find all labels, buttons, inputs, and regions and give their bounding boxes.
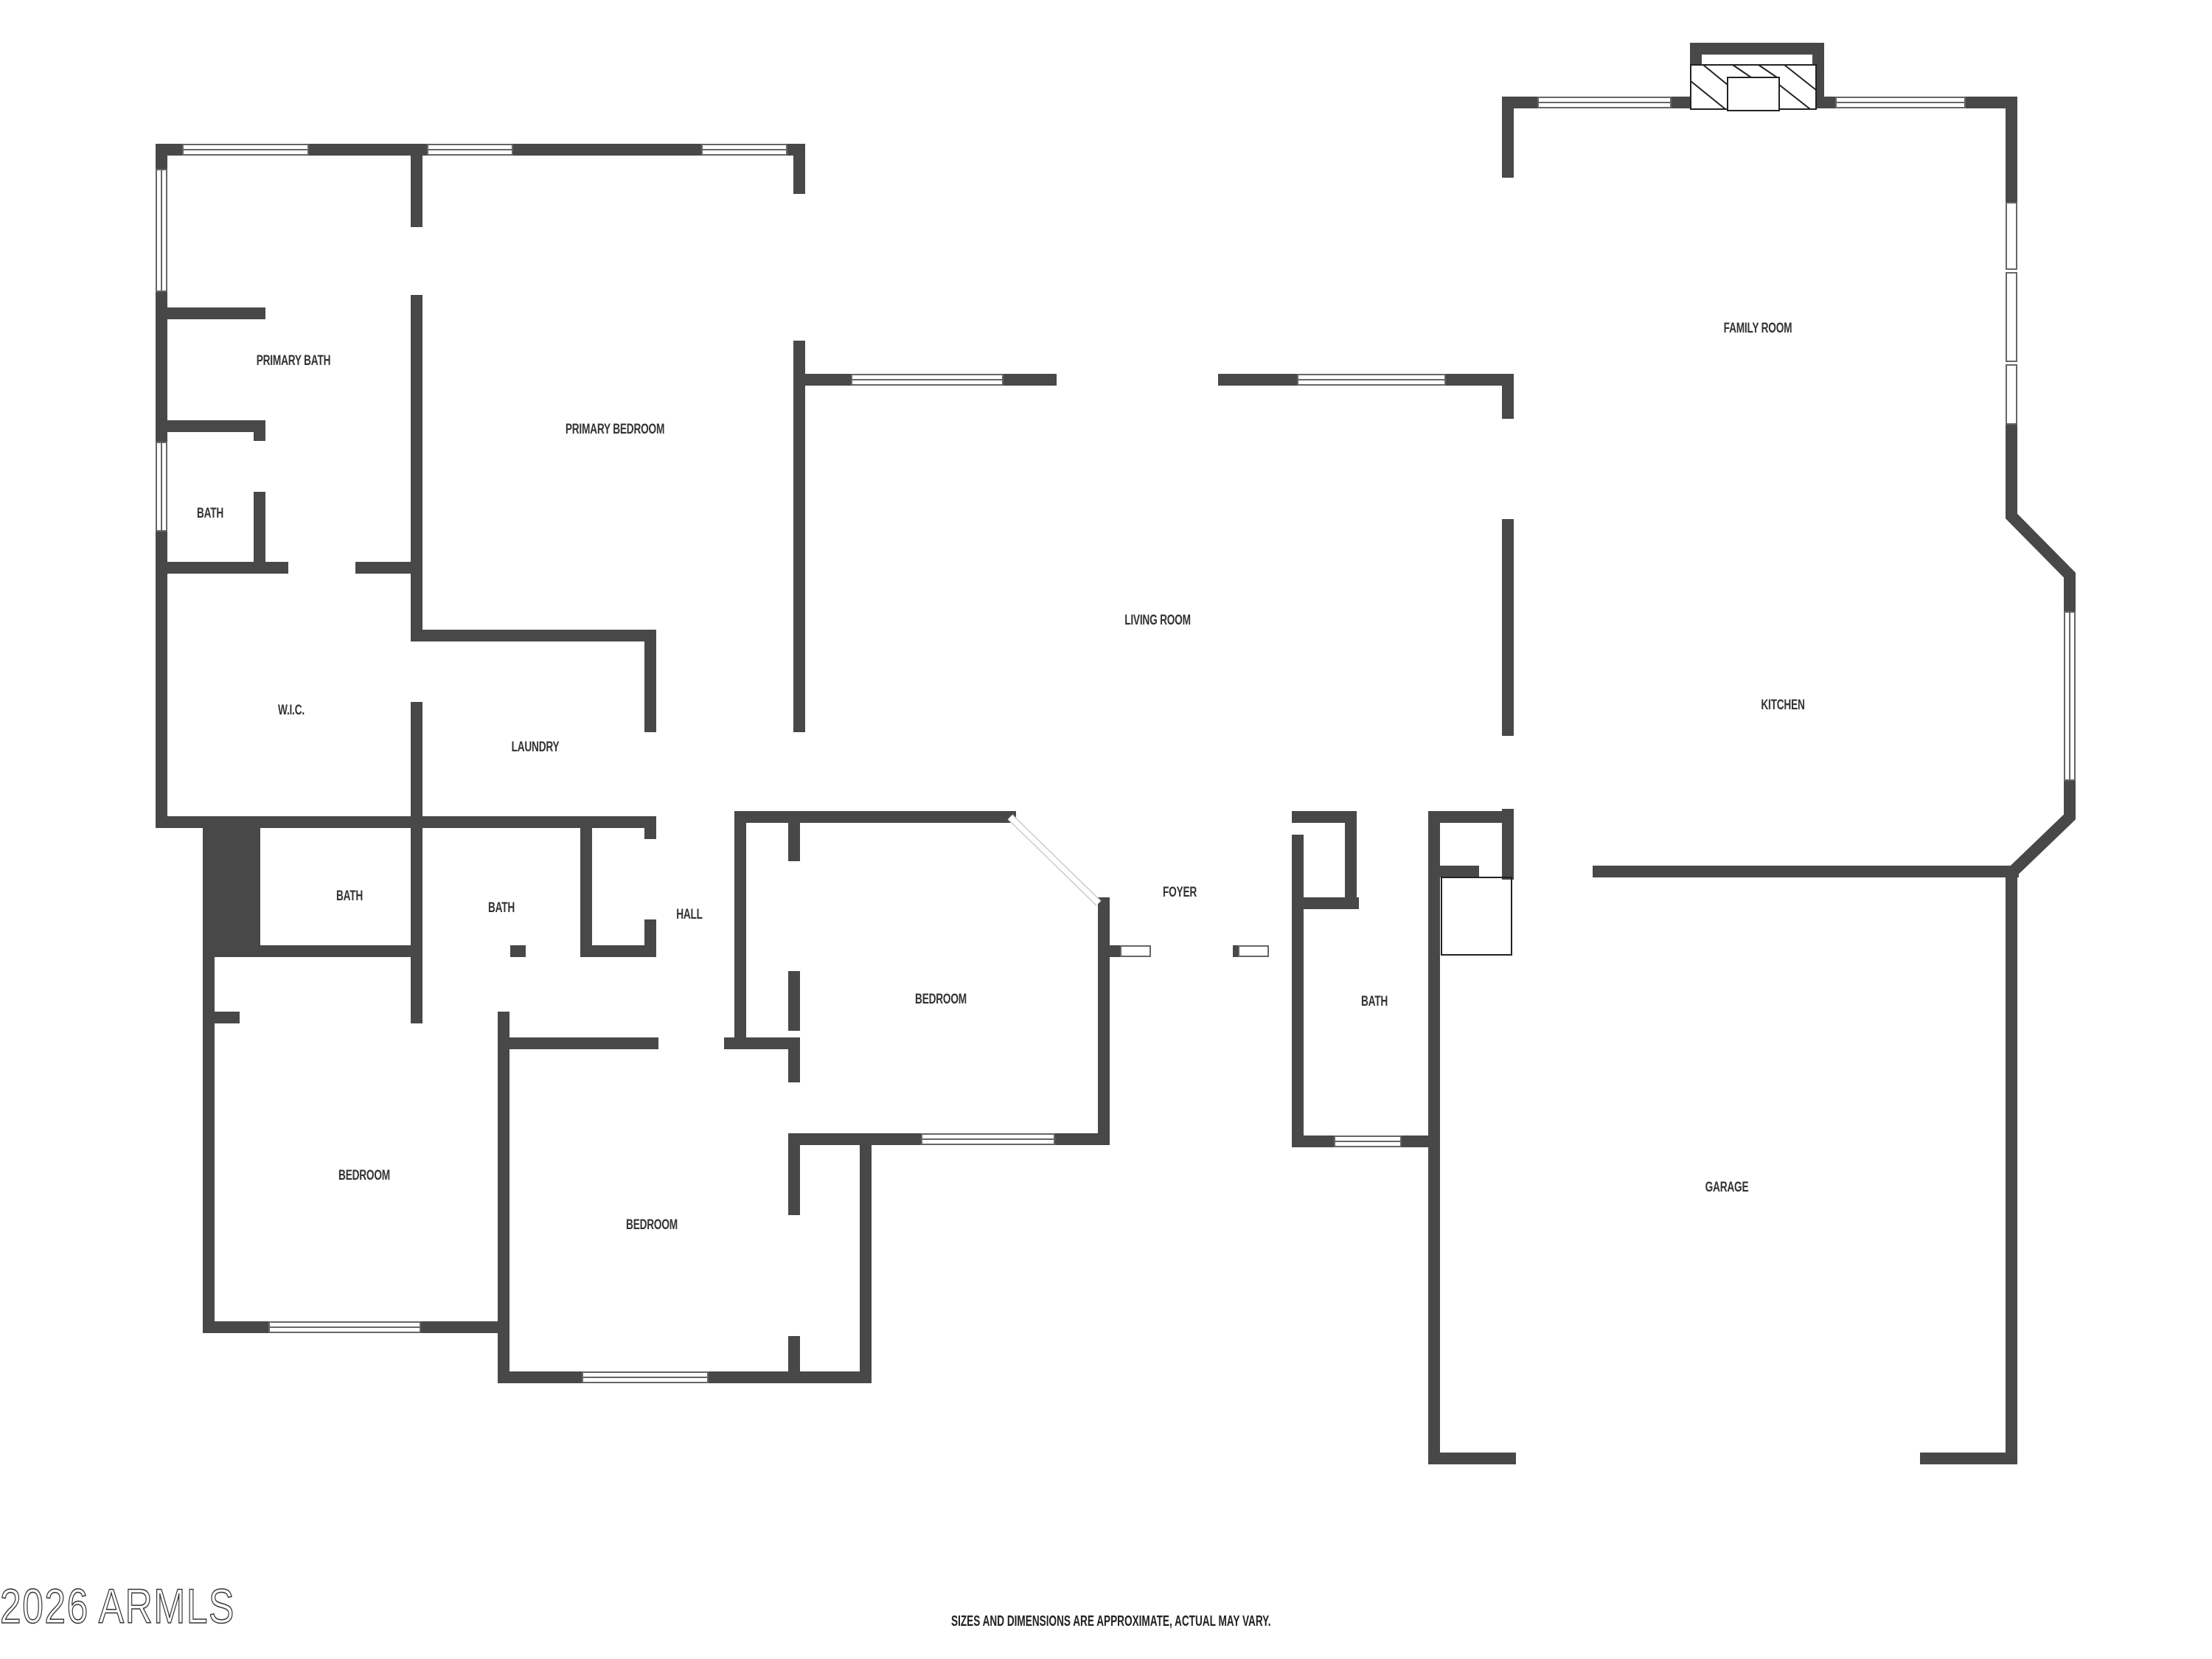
room-label-garage: GARAGE — [1705, 1180, 1749, 1195]
room-label-kitchen: KITCHEN — [1761, 698, 1805, 713]
windows — [156, 97, 2076, 1383]
room-label-primary-bath-wc: BATH — [196, 506, 224, 521]
fireplace — [1690, 64, 1817, 111]
room-label-hall: HALL — [676, 907, 703, 922]
room-label-wic: W.I.C. — [278, 703, 305, 718]
room-label-bedroom-4: BEDROOM — [915, 992, 967, 1007]
garage-closet — [1441, 877, 1512, 956]
room-label-primary-bath: PRIMARY BATH — [256, 353, 331, 369]
room-label-primary-bedroom: PRIMARY BEDROOM — [565, 422, 665, 437]
room-label-bath-4: BATH — [1360, 994, 1388, 1009]
room-label-bath-3: BATH — [487, 900, 515, 916]
room-label-bath-2: BATH — [335, 888, 364, 904]
room-label-family-room: FAMILY ROOM — [1723, 321, 1792, 336]
room-label-laundry: LAUNDRY — [511, 740, 560, 755]
room-label-foyer: FOYER — [1162, 885, 1197, 900]
walls — [156, 43, 2076, 1464]
room-label-bedroom-3: BEDROOM — [626, 1217, 678, 1233]
wall-mass — [203, 817, 260, 957]
watermark: 2026 ARMLS — [0, 1578, 235, 1634]
disclaimer-text: SIZES AND DIMENSIONS ARE APPROXIMATE, AC… — [951, 1613, 1271, 1630]
room-label-bedroom-2: BEDROOM — [338, 1168, 390, 1183]
room-label-living-room: LIVING ROOM — [1124, 613, 1191, 628]
